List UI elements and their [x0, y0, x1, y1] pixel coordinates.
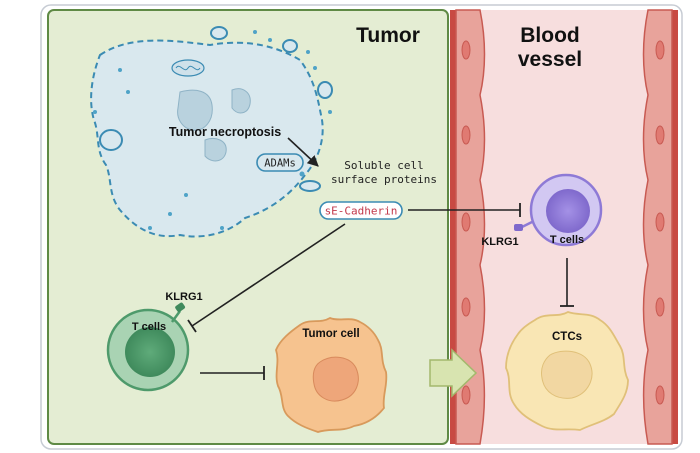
ctc-cell — [505, 311, 629, 431]
ctcs-label: CTCs — [552, 331, 582, 343]
necroptosis-arrow — [287, 137, 319, 167]
blood-vessel-panel — [450, 9, 678, 445]
tumor-title: Tumor — [356, 24, 420, 47]
debris-dot — [93, 110, 97, 114]
klrg1-receptor-stem — [521, 220, 533, 229]
adams-enzyme — [256, 153, 304, 172]
tumor-cell-label: Tumor cell — [302, 328, 359, 340]
mitochondrion-cristae — [175, 65, 201, 71]
tumor-necroptosis-label: Tumor necroptosis — [169, 125, 281, 139]
vessel-wall-right-outer — [672, 10, 678, 444]
necroptotic-tumor-cell — [90, 39, 324, 238]
vesicle — [317, 81, 333, 99]
debris-dot — [268, 38, 272, 42]
released-vesicles — [99, 26, 333, 192]
intravasation-arrow — [429, 348, 478, 398]
endothelial-nucleus — [461, 125, 471, 145]
vesicle — [299, 180, 321, 192]
vessel-wall-left-outer — [450, 10, 456, 444]
vessel-title-line2: vessel — [518, 48, 582, 71]
debris-dot — [299, 171, 305, 177]
cell-membrane-dashed — [90, 39, 324, 238]
t-cells-tumor-label: T cells — [132, 321, 166, 333]
debris-dot — [253, 30, 257, 34]
klrg1-receptor-stem — [170, 310, 182, 323]
endothelial-nucleus — [461, 40, 471, 60]
inhibition-line-tumor-tcell — [191, 223, 346, 327]
klrg1-tumor-label: KLRG1 — [165, 291, 202, 303]
endothelial-nucleus — [461, 297, 471, 317]
tumor-cell — [275, 316, 388, 433]
vesicle — [210, 26, 228, 40]
soluble-proteins-line2: surface proteins — [331, 173, 437, 186]
debris-dot — [148, 226, 152, 230]
adams-label: ADAMs — [264, 158, 296, 170]
t-cell-nucleus — [546, 189, 590, 233]
debris-dot — [118, 68, 122, 72]
debris-dot — [184, 193, 188, 197]
inhibition-bar — [187, 319, 197, 333]
debris-dot — [220, 226, 224, 230]
debris-dot — [306, 50, 310, 54]
soluble-proteins-line1: Soluble cell — [344, 159, 423, 172]
tumor-cell-nucleus — [312, 356, 359, 402]
vesicle — [99, 129, 123, 151]
debris-dot — [328, 110, 332, 114]
ctc-nucleus — [541, 350, 593, 399]
endothelial-nucleus — [655, 297, 665, 317]
t-cells-vessel-label: T cells — [550, 234, 584, 246]
se-cadherin-pill — [319, 201, 403, 220]
debris-dot — [168, 212, 172, 216]
vessel-endothelium-left — [455, 9, 486, 445]
t-cell-nucleus — [125, 327, 175, 377]
nuclear-fragment — [177, 89, 213, 131]
debris-dot — [313, 66, 317, 70]
vessel-title-line1: Blood — [520, 24, 579, 47]
klrg1-receptor-head — [514, 224, 523, 231]
endothelial-nucleus — [655, 125, 665, 145]
nuclear-fragment — [204, 138, 227, 162]
endothelial-nucleus — [655, 385, 665, 405]
klrg1-vessel-label: KLRG1 — [481, 236, 518, 248]
debris-dot — [126, 90, 130, 94]
endothelial-nucleus — [461, 385, 471, 405]
vesicle — [282, 39, 298, 53]
t-cell-tumor — [106, 302, 190, 392]
endothelial-nucleus — [655, 40, 665, 60]
klrg1-receptor-head — [175, 302, 186, 312]
t-cell-vessel — [514, 173, 603, 247]
se-cadherin-label: sE-Cadherin — [325, 205, 398, 218]
endothelial-nucleus — [655, 212, 665, 232]
endothelial-nucleus — [461, 212, 471, 232]
nuclear-fragment — [231, 88, 251, 114]
